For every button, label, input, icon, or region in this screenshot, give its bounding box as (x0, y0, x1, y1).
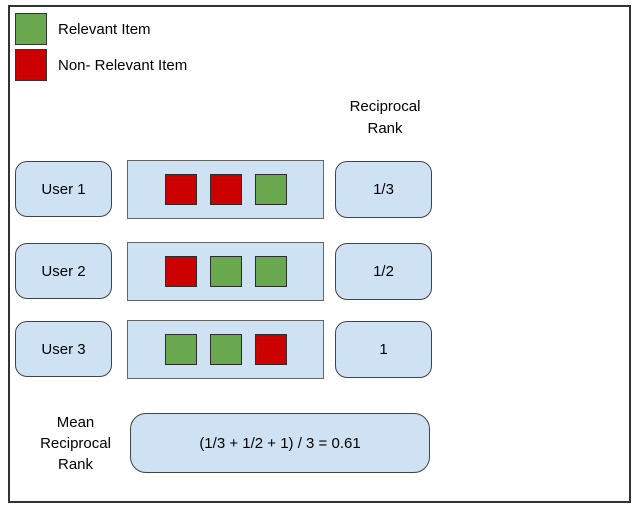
user-1-ranked-items-box (127, 160, 324, 219)
user-row-3: User 3 1 (0, 320, 636, 380)
legend-label-non-relevant: Non- Relevant Item (58, 56, 188, 74)
user-2-reciprocal-rank-value: 1/2 (373, 263, 394, 280)
user-1-label: User 1 (41, 180, 86, 198)
user-3-label-box: User 3 (15, 321, 112, 377)
non-relevant-color-swatch-icon (15, 49, 47, 81)
item-square (164, 256, 197, 287)
item-square (209, 334, 242, 365)
mrr-formula-box: (1/3 + 1/2 + 1) / 3 = 0.61 (130, 413, 430, 473)
legend-item-non-relevant: Non- Relevant Item (15, 49, 187, 81)
legend-label-relevant: Relevant Item (58, 20, 151, 38)
user-1-reciprocal-rank-box: 1/3 (335, 161, 432, 218)
user-row-2: User 2 1/2 (0, 242, 636, 302)
mean-reciprocal-rank-label: Mean Reciprocal Rank (40, 414, 111, 473)
relevant-color-swatch-icon (15, 13, 47, 45)
item-square (164, 174, 197, 205)
user-3-reciprocal-rank-box: 1 (335, 321, 432, 378)
user-1-reciprocal-rank-value: 1/3 (373, 181, 394, 198)
user-row-1: User 1 1/3 (0, 160, 636, 220)
item-square (254, 174, 287, 205)
user-2-label: User 2 (41, 262, 86, 280)
reciprocal-rank-column-header: Reciprocal Rank (349, 98, 421, 137)
mrr-formula-text: (1/3 + 1/2 + 1) / 3 = 0.61 (199, 434, 361, 452)
legend-item-relevant: Relevant Item (15, 13, 187, 45)
legend: Relevant Item Non- Relevant Item (15, 13, 187, 81)
item-square (254, 256, 287, 287)
item-square (209, 256, 242, 287)
item-square (164, 334, 197, 365)
user-3-ranked-items-box (127, 320, 324, 379)
user-1-label-box: User 1 (15, 161, 112, 217)
user-2-label-box: User 2 (15, 243, 112, 299)
user-3-label: User 3 (41, 340, 86, 358)
user-2-reciprocal-rank-box: 1/2 (335, 243, 432, 300)
user-2-ranked-items-box (127, 242, 324, 301)
item-square (254, 334, 287, 365)
user-3-reciprocal-rank-value: 1 (379, 341, 388, 358)
item-square (209, 174, 242, 205)
